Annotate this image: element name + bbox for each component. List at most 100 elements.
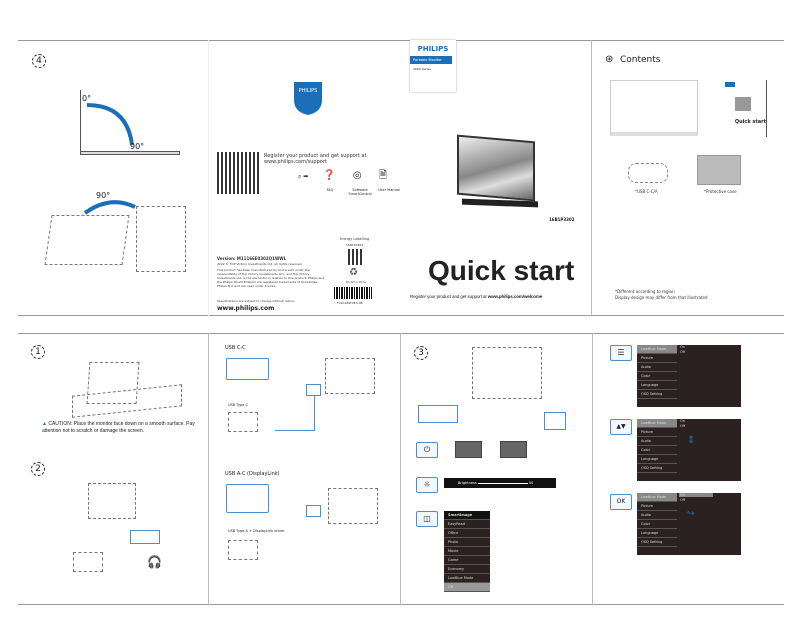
search-arrow-icon: ⌕ ➡ — [298, 173, 309, 180]
caution-text: CAUTION: Place the monitor face down on … — [42, 421, 195, 434]
up-down-button[interactable]: ▲▼ — [610, 419, 632, 435]
support-icons: ❓◎🗎 — [323, 170, 387, 182]
brightness-label: Brightness — [458, 481, 477, 485]
top-sheet — [18, 40, 784, 316]
select-arrow-icon: ↪ — [687, 509, 695, 519]
osd-item[interactable]: Language — [637, 455, 677, 464]
laptop-illustration — [228, 412, 258, 432]
bottom-sheet — [18, 333, 784, 605]
osd-sub-item[interactable]: On — [680, 345, 685, 349]
step-number: 3 — [414, 346, 428, 360]
quick-start-thumb-title: Quick start — [734, 119, 766, 125]
osd-item[interactable]: Audio — [637, 363, 677, 372]
osd-item[interactable]: Picture — [637, 354, 677, 363]
menu-button[interactable]: ☰ — [610, 345, 632, 361]
legal-text: This product has been manufactured by an… — [217, 268, 325, 288]
laptop-illustration — [228, 540, 258, 560]
port-callout — [306, 505, 321, 517]
menu-item[interactable]: Office — [444, 529, 490, 538]
step-number: 2 — [31, 462, 45, 476]
monitor-side-illustration — [80, 90, 81, 152]
support-qr-code — [217, 152, 259, 194]
menu-item[interactable]: Movie — [444, 547, 490, 556]
osd-item[interactable]: Language — [637, 529, 677, 538]
register-line: Register your product and get support at… — [410, 294, 542, 300]
recycle-icon: ♻ — [349, 267, 358, 278]
monitor-thumbnail — [610, 80, 698, 136]
version-text: Version: M11166E0302Q1WWL — [217, 256, 287, 261]
quick-start-thumbnail: Quick start — [723, 80, 767, 137]
monitor-back-illustration — [472, 347, 542, 399]
footnote: *Different according to region — [615, 289, 675, 294]
osd-sub-item[interactable]: Off — [680, 498, 686, 502]
brightness-slider[interactable] — [477, 482, 528, 484]
faq-icon: ❓ — [323, 170, 336, 181]
ok-button[interactable]: OK — [610, 494, 632, 510]
laptop-illustration — [73, 552, 103, 572]
osd-item[interactable]: Audio — [637, 511, 677, 520]
monitor-dimension-illustration — [136, 206, 186, 272]
website-link[interactable]: www.philips.com — [217, 305, 275, 312]
port-label: USB Type-C — [228, 403, 249, 407]
osd-item[interactable]: Audio — [637, 437, 677, 446]
rotation-arrow-icon — [83, 200, 136, 215]
osd-sub-item[interactable]: Off — [680, 350, 686, 354]
osd-item[interactable]: Color — [637, 520, 677, 529]
osd-item[interactable]: Picture — [637, 502, 677, 511]
osd-sub-item-selected[interactable]: On — [679, 493, 713, 497]
smartcontrol-icon: ◎ — [352, 170, 362, 181]
button-callout — [418, 405, 458, 423]
menu-item[interactable]: LowBlue Mode — [444, 574, 490, 583]
osd-item[interactable]: LowBlue Mode — [637, 345, 677, 354]
port-callout — [306, 384, 321, 396]
osd-item[interactable]: Color — [637, 372, 677, 381]
caution-note: ▲ CAUTION: Place the monitor face down o… — [42, 421, 204, 435]
power-button[interactable]: ⏻ — [416, 442, 438, 458]
faq-label: FAQ — [326, 188, 334, 192]
menu-item[interactable]: Game — [444, 556, 490, 565]
monitor-illustration — [325, 358, 375, 394]
osd-item[interactable]: OSD Setting — [637, 538, 677, 547]
usb-a-callout — [226, 484, 269, 513]
menu-item[interactable]: Photo — [444, 538, 490, 547]
angle-label: 90° — [130, 142, 145, 151]
register-link[interactable]: www.philips.com/welcome — [487, 294, 543, 299]
content-item: *USB C-C/A — [635, 189, 658, 194]
osd-item[interactable]: Color — [637, 446, 677, 455]
cable-illustration — [275, 395, 315, 431]
contents-heading: Contents — [620, 55, 661, 65]
barcode — [334, 287, 372, 299]
smartimage-title: SmartImage — [444, 511, 490, 520]
menu-item[interactable]: Economy — [444, 565, 490, 574]
recycle-text: Printed in China — [346, 281, 366, 284]
monitor-illustration — [328, 488, 378, 524]
brightness-button[interactable]: ☼ — [416, 477, 438, 493]
screen-state — [455, 441, 482, 458]
energy-model: 16B1P3302 — [346, 243, 364, 247]
smartimage-button[interactable]: ◫ — [416, 511, 438, 527]
brightness-value: 50 — [528, 481, 534, 485]
register-text: Register your product and get support at — [410, 294, 488, 299]
menu-item-selected[interactable]: Off — [444, 583, 490, 592]
button-callout — [544, 412, 566, 430]
osd-sub-item[interactable]: Off — [680, 424, 686, 428]
monitor-illustration — [88, 483, 136, 519]
menu-item[interactable]: EasyRead — [444, 520, 490, 529]
energy-qr-code — [348, 249, 364, 265]
copyright-text: 2022 © TOP Victory Investments Ltd. All … — [217, 262, 303, 266]
monitor-photo — [457, 134, 535, 202]
angle-label: 0° — [82, 94, 92, 103]
contents-icon: ⊛ — [605, 54, 614, 65]
osd-item[interactable]: OSD Setting — [637, 464, 677, 473]
warning-icon: ▲ — [42, 421, 47, 427]
osd-menu: LowBlue Mode Picture Audio Color Languag… — [637, 345, 741, 407]
usb-c-callout — [226, 358, 269, 380]
osd-item[interactable]: Picture — [637, 428, 677, 437]
monitor-illustration — [44, 215, 130, 265]
series-label: 3000 Series — [413, 67, 431, 71]
osd-item[interactable]: OSD Setting — [637, 390, 677, 399]
osd-item[interactable]: LowBlue Mode — [637, 419, 677, 428]
osd-sub-item[interactable]: On — [680, 419, 685, 423]
osd-item[interactable]: LowBlue Mode — [637, 493, 677, 502]
osd-item[interactable]: Language — [637, 381, 677, 390]
